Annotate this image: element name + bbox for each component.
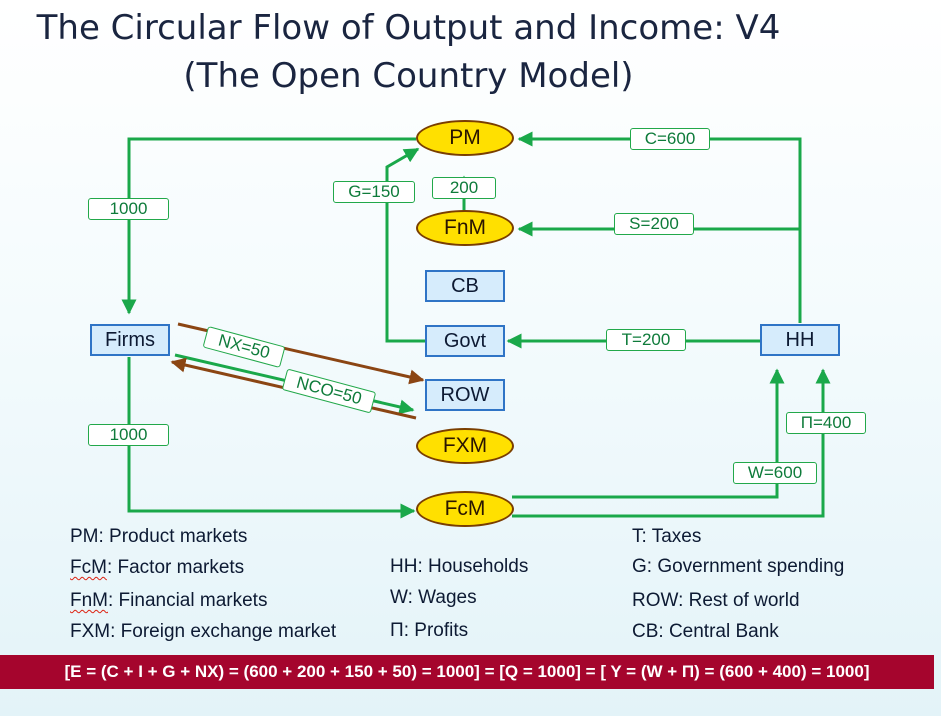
node-govt: Govt <box>425 325 505 357</box>
legend-fcm: FcM: Factor markets <box>70 557 244 579</box>
legend-fcm-abbr: FcM <box>70 557 107 578</box>
label-pm-to-firms: 1000 <box>88 198 169 220</box>
legend-fnm: FnM: Financial markets <box>70 590 267 612</box>
node-row: ROW <box>425 379 505 411</box>
label-profits: Π=400 <box>786 412 866 434</box>
legend-fxm: FXM: Foreign exchange market <box>70 621 337 642</box>
arrow-firms-to-fcm <box>127 357 416 519</box>
legend-pm: PM: Product markets <box>70 526 248 547</box>
legend-fcm-text: : Factor markets <box>106 557 245 578</box>
title-line-2: (The Open Country Model) <box>183 56 634 96</box>
node-fcm: FcM <box>416 491 514 527</box>
label-government-spending: G=150 <box>333 181 415 203</box>
label-firms-to-fcm: 1000 <box>88 424 169 446</box>
node-firms: Firms <box>90 324 170 356</box>
legend-profits: Π: Profits <box>390 620 469 641</box>
legend-hh: HH: Households <box>390 556 529 577</box>
legend-t: T: Taxes <box>632 526 702 547</box>
node-hh: HH <box>760 324 840 356</box>
arrow-pm-to-firms <box>121 137 416 315</box>
arrow-consumption <box>517 131 802 323</box>
node-fxm: FXM <box>416 428 514 464</box>
legend-cb: CB: Central Bank <box>632 621 779 642</box>
node-cb: CB <box>425 270 505 302</box>
label-fnm-to-pm: 200 <box>432 177 496 199</box>
legend-row: ROW: Rest of world <box>632 590 800 611</box>
label-consumption: C=600 <box>630 128 710 150</box>
label-saving: S=200 <box>614 213 694 235</box>
legend-fnm-text: : Financial markets <box>108 590 268 611</box>
label-wages: W=600 <box>733 462 817 484</box>
identity-formula: [E = (C + I + G + NX) = (600 + 200 + 150… <box>0 655 934 689</box>
legend-fnm-abbr: FnM <box>70 590 108 611</box>
legend-w: W: Wages <box>390 587 477 608</box>
arrow-wages <box>512 368 785 499</box>
legend-g: G: Government spending <box>632 556 845 577</box>
node-pm: PM <box>416 120 514 156</box>
title-line-1: The Circular Flow of Output and Income: … <box>36 8 781 48</box>
label-taxes: T=200 <box>606 329 686 351</box>
arrow-government-spending <box>385 147 425 343</box>
node-fnm: FnM <box>416 210 514 246</box>
